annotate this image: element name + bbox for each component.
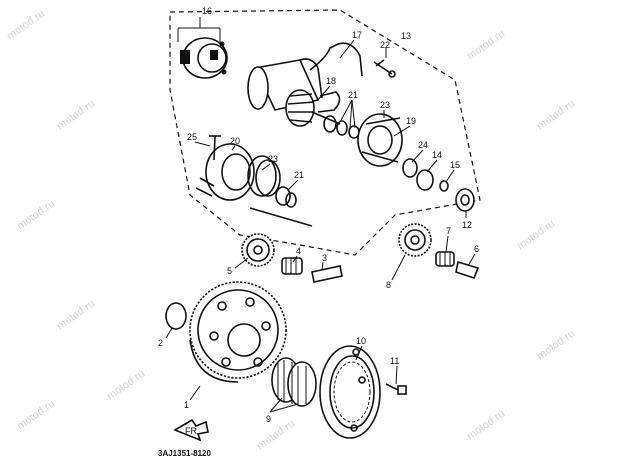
leader-lines <box>165 17 476 413</box>
callout-13: 13 <box>401 31 411 41</box>
watermark-text: motod.ru <box>515 218 557 253</box>
callout-17: 17 <box>352 30 362 40</box>
callout-14: 14 <box>432 150 442 160</box>
callout-16: 16 <box>202 6 212 16</box>
callout-4: 4 <box>296 246 301 256</box>
watermark-text: motod.ru <box>255 418 297 453</box>
shaft-6 <box>455 260 480 279</box>
watermark-text: motod.ru <box>465 28 507 63</box>
brush-holder-16 <box>177 27 228 79</box>
watermark-text: motod.ru <box>465 408 507 443</box>
watermark-text: motod.ru <box>535 328 577 363</box>
watermark-text: motod.ru <box>55 298 97 333</box>
idler-gear-14 <box>416 169 434 191</box>
callout-1: 1 <box>184 400 189 410</box>
callout-labels: 16 13 17 22 18 21 23 19 24 14 15 12 25 2… <box>158 6 479 424</box>
circlip-2 <box>165 302 187 330</box>
needle-bearing-4 <box>281 257 303 275</box>
callout-10: 10 <box>356 336 366 346</box>
front-cover-19 <box>357 113 403 167</box>
circlip-15 <box>439 180 449 192</box>
needle-bearings-9 <box>271 357 317 407</box>
callout-20: 20 <box>230 136 240 146</box>
assembly-boundary-outline <box>169 9 481 256</box>
screw-25 <box>209 135 221 161</box>
callout-21-upper: 21 <box>348 90 358 100</box>
callout-9: 9 <box>266 414 271 424</box>
idler-gear-5 <box>241 233 275 267</box>
callout-15: 15 <box>450 160 460 170</box>
bearing-12 <box>455 188 475 212</box>
starter-wheel-gear-1 <box>189 281 287 383</box>
watermark-text: motod.ru <box>535 98 577 133</box>
callout-23-lower: 23 <box>268 154 278 164</box>
callout-24: 24 <box>418 140 428 150</box>
callout-2: 2 <box>158 338 163 348</box>
callout-7: 7 <box>446 226 451 236</box>
callout-3: 3 <box>322 253 327 263</box>
watermark-text: motod.ru <box>15 398 57 433</box>
callout-21-lower: 21 <box>294 170 304 180</box>
washers-21-lower <box>249 186 313 227</box>
bolts-22 <box>373 59 396 78</box>
callout-8: 8 <box>386 280 391 290</box>
watermark-text: motod.ru <box>5 8 47 43</box>
front-direction-arrow-icon: FR <box>173 418 209 442</box>
svg-text:FR: FR <box>185 426 197 436</box>
watermark-text: motod.ru <box>55 98 97 133</box>
one-way-clutch-10 <box>319 345 381 439</box>
watermark-text: motod.ru <box>105 368 147 403</box>
idler-gear-8 <box>398 223 432 257</box>
callout-23-upper: 23 <box>380 100 390 110</box>
callout-6: 6 <box>474 244 479 254</box>
callout-11: 11 <box>390 356 399 366</box>
watermark-text: motod.ru <box>15 198 57 233</box>
needle-bearing-7 <box>435 251 455 267</box>
o-ring-24 <box>402 158 418 178</box>
callout-12: 12 <box>462 220 472 230</box>
o-ring-23-lower <box>247 155 281 197</box>
callout-19: 19 <box>406 116 416 126</box>
callout-18: 18 <box>326 76 336 86</box>
callout-25: 25 <box>187 132 197 142</box>
rear-cover-20 <box>195 143 255 201</box>
callout-22: 22 <box>380 40 390 50</box>
bolt-11 <box>385 383 407 395</box>
shaft-3 <box>311 265 343 283</box>
callout-5: 5 <box>227 266 232 276</box>
diagram-code: 3AJ1351-8120 <box>158 449 211 458</box>
